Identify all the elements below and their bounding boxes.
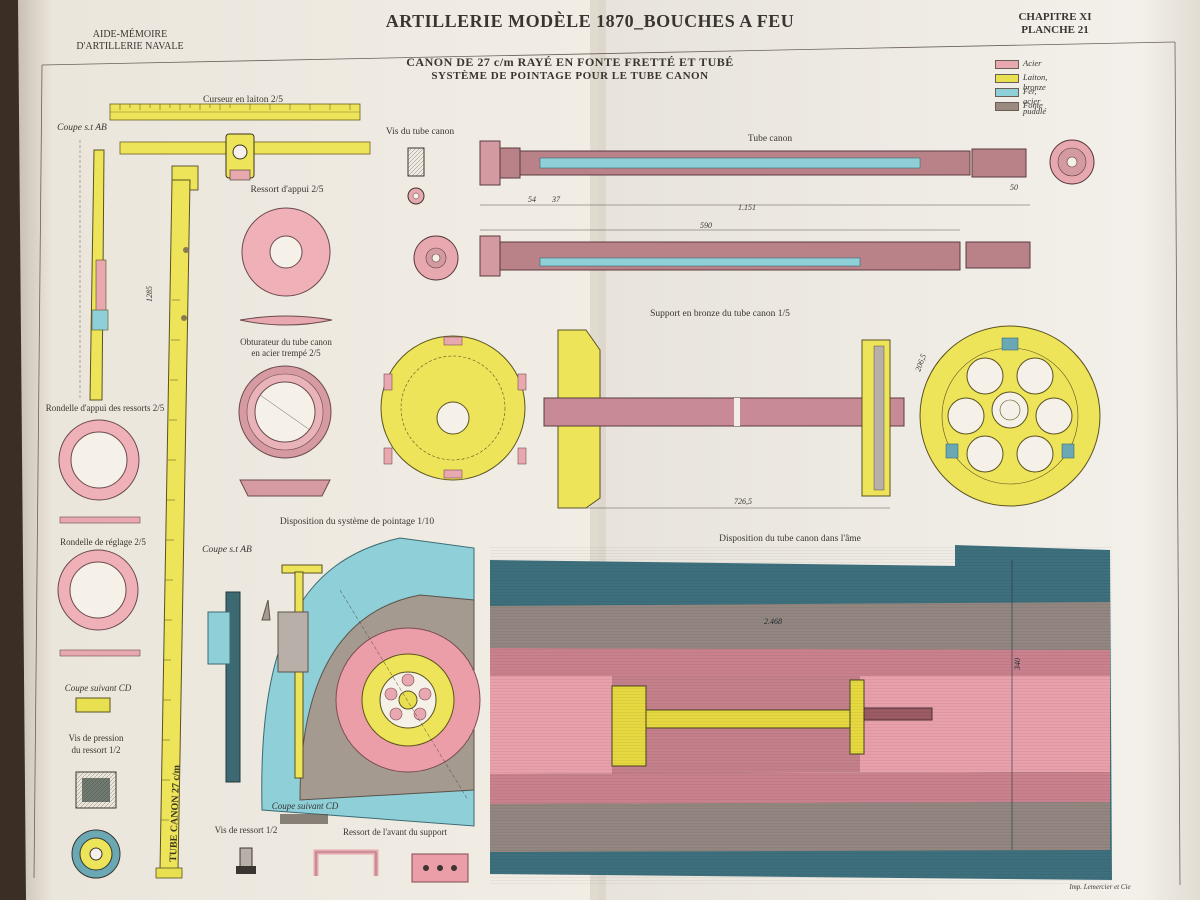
caption-disposition-tube: Disposition du tube canon dans l'âme xyxy=(719,534,861,544)
caption-coupe-ab-top: Coupe s.t AB xyxy=(57,123,107,133)
caption-tube-canon: Tube canon xyxy=(747,134,793,144)
rondelle-appui-drawing xyxy=(58,419,141,524)
ruler-text: TUBE CANON 27 c/m xyxy=(168,764,182,862)
rondelle-reglage-drawing xyxy=(57,549,141,657)
legend-swatch xyxy=(995,102,1019,111)
legend-label: Fonte xyxy=(1023,100,1043,110)
header-left-line1: AIDE-MÉMOIRE xyxy=(92,29,168,40)
legend-swatch xyxy=(995,60,1019,69)
coupe-cd-left-drawing xyxy=(75,697,111,713)
caption-disposition-pointage: Disposition du système de pointage 1/10 xyxy=(279,517,435,527)
caption-ressort-avant: Ressort de l'avant du support xyxy=(342,827,448,837)
frame-right xyxy=(1174,41,1181,886)
dim-tube-c: 1.151 xyxy=(738,203,756,212)
caption-support: Support en bronze du tube canon 1/5 xyxy=(650,309,790,319)
coupe-ab-top-drawing xyxy=(79,140,109,401)
dim-ruler-len: 1285 xyxy=(145,286,154,302)
vis-tube-drawing xyxy=(407,147,425,205)
dim-bore-dia: 340 xyxy=(1013,658,1022,671)
dim-tube-e: 50 xyxy=(1010,183,1018,192)
legend-swatch xyxy=(995,74,1019,83)
vis-pression-drawing xyxy=(71,771,121,879)
caption-vis-ressort: Vis de ressort 1/2 xyxy=(214,825,278,835)
dim-tube-b: 37 xyxy=(551,195,561,204)
caption-obturateur-l1: Obturateur du tube canon xyxy=(240,337,332,347)
caption-coupe-ab-mid: Coupe s.t AB xyxy=(202,545,252,555)
legend-label: Fer, acier puddlé xyxy=(1023,86,1047,116)
imprint: Imp. Lemercier et Cie xyxy=(1069,883,1131,891)
tube-ruler xyxy=(109,103,371,879)
vis-ressort-drawing xyxy=(236,847,256,874)
legend-label: Acier xyxy=(1023,58,1042,68)
caption-rondelle-appui: Rondelle d'appui des ressorts 2/5 xyxy=(45,403,165,413)
header-left-line2: D'ARTILLERIE NAVALE xyxy=(76,41,184,52)
page-title: ARTILLERIE MODÈLE 1870_BOUCHES A FEU xyxy=(385,11,795,31)
bore-section-drawing xyxy=(490,545,1112,885)
frame-left xyxy=(33,64,43,879)
subtitle-line2: SYSTÈME DE POINTAGE POUR LE TUBE CANON xyxy=(431,70,709,82)
dim-tube-a: 54 xyxy=(528,195,536,204)
header-planche: PLANCHE 21 xyxy=(1021,24,1089,36)
caption-obturateur-l2: en acier trempé 2/5 xyxy=(251,348,321,358)
legend-swatch xyxy=(995,88,1019,97)
caption-rondelle-reglage: Rondelle de réglage 2/5 xyxy=(60,537,146,547)
pointage-system-drawing xyxy=(207,537,481,827)
dim-bore-len: 2.468 xyxy=(764,617,782,626)
caption-vis-tube: Vis du tube canon xyxy=(385,127,455,137)
support-drawing xyxy=(380,325,1101,509)
dim-tube-d: 590 xyxy=(700,221,712,230)
caption-vis-pression-l2: du ressort 1/2 xyxy=(71,745,121,755)
subtitle-line1: CANON DE 27 c/m RAYÉ EN FONTE FRETTÉ ET … xyxy=(406,55,734,69)
ressort-appui-drawing xyxy=(239,207,333,326)
caption-coupe-cd-bottom: Coupe suivant CD xyxy=(271,801,339,811)
caption-vis-pression-l1: Vis de pression xyxy=(68,733,124,743)
frame-top xyxy=(41,41,1176,66)
caption-ressort-appui: Ressort d'appui 2/5 xyxy=(250,185,324,195)
dim-support-len: 726,5 xyxy=(734,497,752,506)
tube-canon-drawing xyxy=(413,139,1095,281)
legend-label: Laiton, bronze xyxy=(1023,72,1048,92)
obturateur-drawing xyxy=(238,365,332,497)
header-chapter: CHAPITRE XI xyxy=(1018,11,1092,23)
caption-coupe-cd-left: Coupe suivant CD xyxy=(64,683,132,693)
caption-curseur: Curseur en laiton 2/5 xyxy=(203,95,283,105)
ressort-avant-drawing xyxy=(313,849,469,883)
